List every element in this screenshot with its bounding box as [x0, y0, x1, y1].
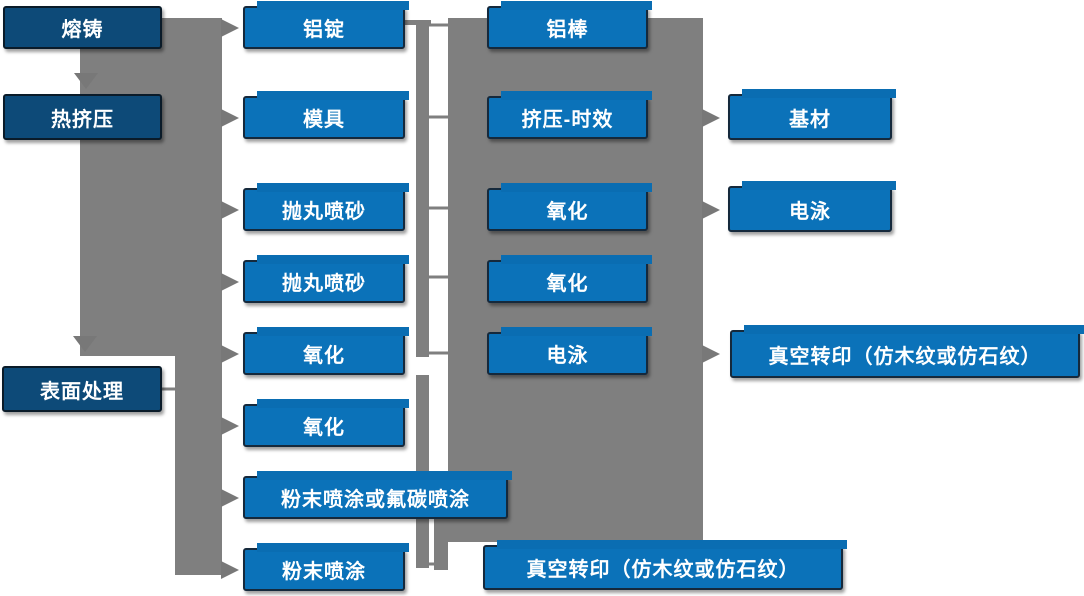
arrowheads-down-col1 [73, 73, 98, 352]
node-aluminum-ingot: 铝锭 [243, 1, 409, 49]
arrowhead-to-mold [221, 109, 239, 127]
connector-left-trunk [80, 18, 222, 356]
connector-mid-band-upper [416, 20, 429, 357]
node-shot-blasting-2: 抛丸喷砂 [243, 255, 409, 303]
arrowhead-to-electrophoresis [702, 201, 720, 219]
arrowhead-to-oxidation-1 [221, 345, 239, 363]
node-mold: 模具 [243, 91, 409, 139]
arrowhead-to-substrate [702, 109, 720, 127]
node-oxidation-2: 氧化 [243, 399, 409, 447]
node-electrophoresis-1: 电泳 [487, 327, 652, 375]
node-surface-treatment: 表面处理 [2, 366, 162, 412]
arrowhead-to-shot-blasting-1 [221, 201, 239, 219]
arrowhead-to-hot-extrusion [74, 73, 98, 89]
connector-mid-band-bottom [434, 519, 448, 570]
node-substrate: 基材 [728, 89, 896, 140]
arrowhead-to-oxidation-2 [221, 417, 239, 435]
node-oxidation-3: 氧化 [487, 183, 652, 231]
node-oxidation-1: 氧化 [243, 327, 409, 375]
node-vacuum-transfer-print-2: 真空转印（仿木纹或仿石纹） [730, 325, 1084, 378]
arrowhead-to-vacuum-transfer [702, 345, 720, 363]
node-vacuum-transfer-print-1: 真空转印（仿木纹或仿石纹） [483, 540, 847, 590]
connector-surface-trunk [175, 350, 222, 575]
node-melting-casting: 熔铸 [3, 6, 162, 49]
node-hot-extrusion: 热挤压 [3, 94, 162, 140]
arrowhead-to-powder-fluorocarbon [221, 489, 239, 507]
arrowhead-to-aluminum-ingot [221, 19, 239, 37]
node-extrusion-aging: 挤压-时效 [487, 91, 652, 139]
node-aluminum-rod: 铝棒 [487, 1, 652, 49]
node-electrophoresis-2: 电泳 [728, 181, 896, 232]
node-shot-blasting-1: 抛丸喷砂 [243, 183, 409, 231]
node-oxidation-4: 氧化 [487, 255, 652, 303]
arrowhead-to-shot-blasting-2 [221, 273, 239, 291]
arrowheads-into-col2 [221, 19, 239, 579]
node-powder-coating: 粉末喷涂 [243, 543, 409, 591]
arrowheads-into-col4 [702, 109, 720, 363]
connector-thin-lines [162, 23, 450, 566]
node-powder-or-fluorocarbon-coating: 粉末喷涂或氟碳喷涂 [243, 471, 512, 519]
arrowhead-to-surface-treatment [73, 336, 97, 352]
arrowhead-to-powder-coating [221, 561, 239, 579]
